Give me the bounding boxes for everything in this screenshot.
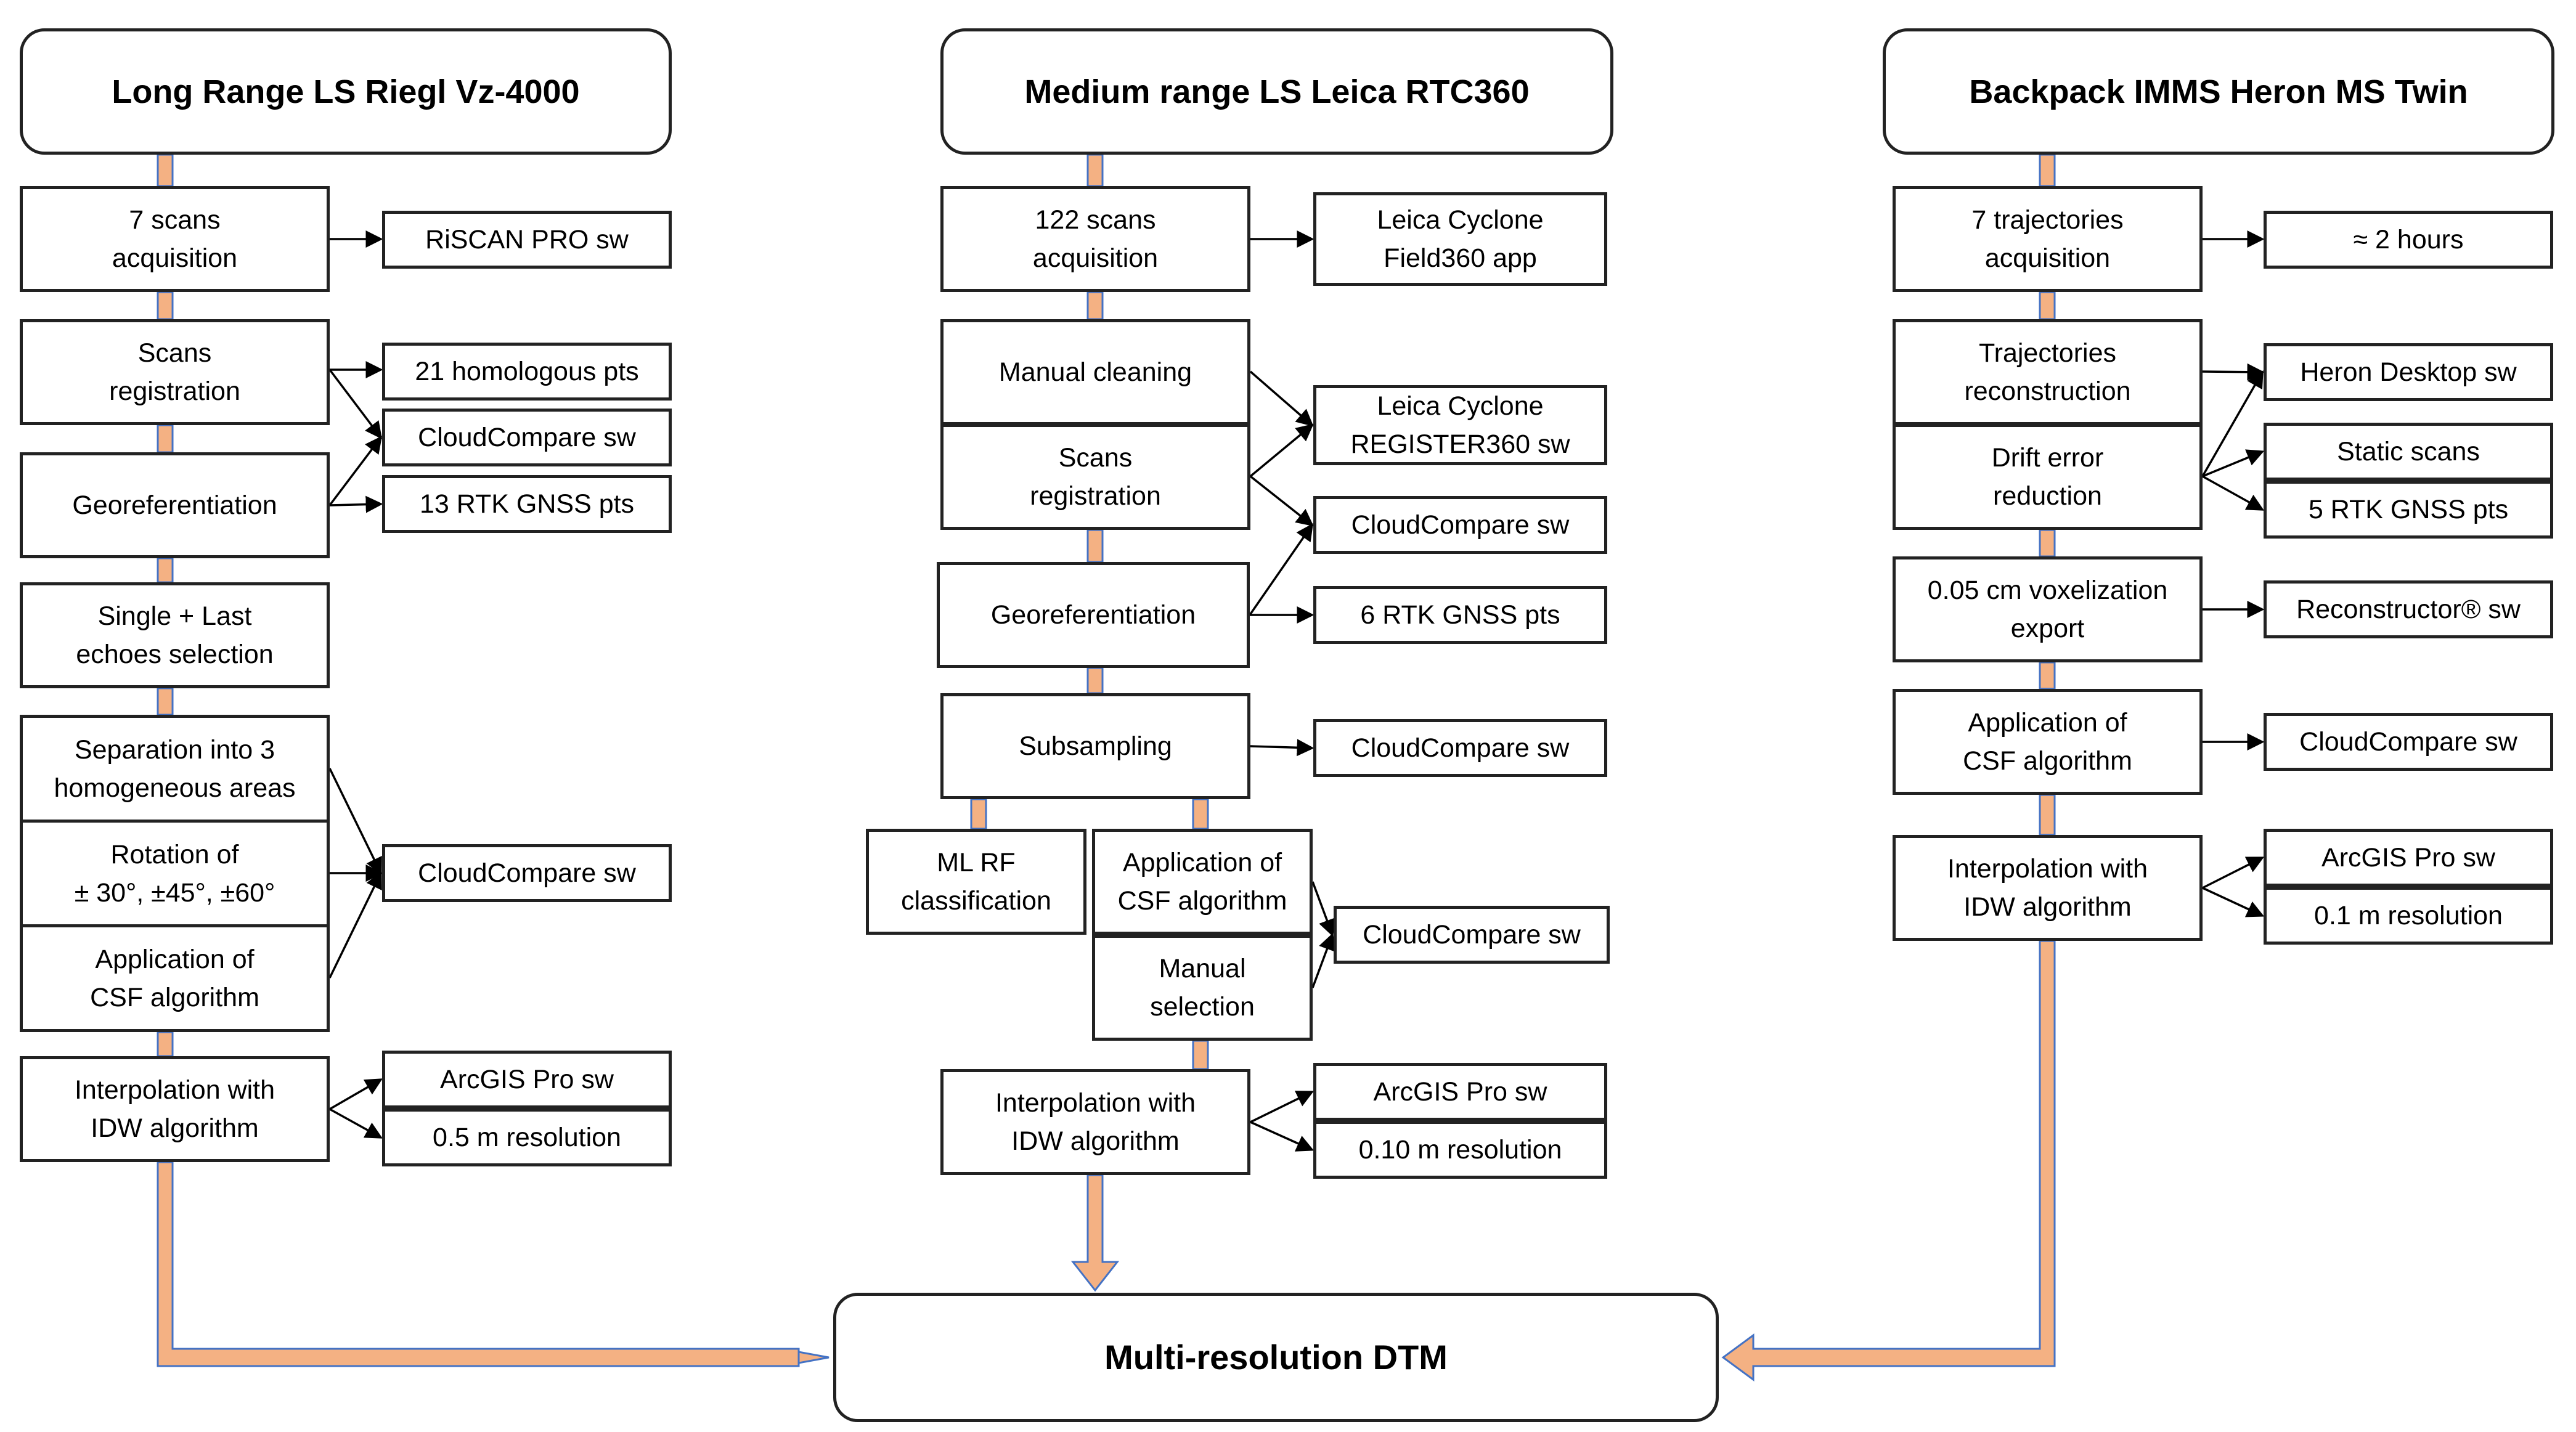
col-c-tool-static-scans: Static scans	[2264, 423, 2553, 481]
link-arrow-4	[329, 495, 383, 513]
col-a-step-echoes-selection: Single + Last echoes selection	[20, 582, 330, 688]
flow-bar-9	[1086, 529, 1104, 563]
link-arrow-12	[1249, 423, 1314, 478]
col-b-step-manual-selection: Manual selection	[1092, 935, 1313, 1041]
flow-bar-7	[1086, 291, 1104, 320]
col-c-tool-resolution: 0.1 m resolution	[2264, 887, 2553, 945]
flow-bar-10	[970, 798, 987, 830]
flow-bar-16	[2039, 661, 2056, 690]
link-arrow-3	[328, 436, 383, 506]
flow-bar-14	[2039, 291, 2056, 320]
col-b-tool-arcgis: ArcGIS Pro sw	[1313, 1063, 1607, 1121]
output-dtm: Multi-resolution DTM	[833, 1293, 1719, 1422]
col-b-step-csf: Application of CSF algorithm	[1092, 829, 1313, 935]
col-b-tool-resolution: 0.10 m resolution	[1313, 1121, 1607, 1179]
link-arrow-5	[328, 768, 382, 876]
col-a-step-separation: Separation into 3 homogeneous areas	[20, 715, 330, 823]
link-arrow-2	[328, 368, 383, 439]
col-c-step-csf: Application of CSF algorithm	[1893, 689, 2203, 795]
flow-bar-11	[1192, 798, 1209, 830]
link-arrow-17	[1311, 881, 1335, 937]
flow-arrow-right	[1721, 940, 2056, 1381]
flow-bar-6	[1086, 153, 1104, 187]
col-a-tool-homologous-pts: 21 homologous pts	[382, 343, 672, 401]
col-b-step-georeferentiation: Georeferentiation	[937, 562, 1250, 668]
col-c-title: Backpack IMMS Heron MS Twin	[1883, 28, 2554, 155]
flow-bar-0	[157, 153, 174, 187]
col-c-tool-heron-desktop: Heron Desktop sw	[2264, 343, 2553, 401]
link-arrow-25	[2202, 475, 2265, 511]
col-a-step-rotation: Rotation of ± 30°, ±45°, ±60°	[20, 820, 330, 927]
col-a-tool-cloudcompare: CloudCompare sw	[382, 409, 672, 466]
flow-arrow-center	[1070, 1174, 1120, 1292]
col-b-step-interpolation: Interpolation with IDW algorithm	[940, 1069, 1250, 1175]
col-a-tool-rtk-gnss: 13 RTK GNSS pts	[382, 475, 672, 533]
link-arrow-23	[2201, 370, 2264, 477]
col-c-step-interpolation: Interpolation with IDW algorithm	[1893, 835, 2203, 941]
col-c-tool-arcgis: ArcGIS Pro sw	[2264, 829, 2553, 887]
link-arrow-7	[328, 871, 382, 978]
col-c-tool-cloudcompare: CloudCompare sw	[2264, 713, 2553, 771]
flow-bar-17	[2039, 794, 2056, 836]
flow-bar-3	[157, 557, 174, 584]
link-arrow-19	[1250, 1091, 1314, 1123]
col-a-step-georeferentiation: Georeferentiation	[20, 452, 330, 558]
col-c-step-drift: Drift error reduction	[1893, 424, 2203, 530]
col-b-step-subsampling: Subsampling	[940, 693, 1250, 799]
flow-bar-2	[157, 424, 174, 454]
link-arrow-14	[1249, 523, 1313, 616]
link-arrow-29	[2202, 887, 2265, 917]
col-c-tool-duration: ≈ 2 hours	[2264, 211, 2553, 269]
col-b-tool-cloudcompare-3: CloudCompare sw	[1334, 906, 1610, 964]
col-b-step-ml-classification: ML RF classification	[866, 829, 1086, 935]
flow-bar-13	[2039, 153, 2056, 187]
col-a-tool-arcgis: ArcGIS Pro sw	[382, 1051, 672, 1109]
col-b-tool-cloudcompare-2: CloudCompare sw	[1313, 719, 1607, 777]
col-b-tool-field360: Leica Cyclone Field360 app	[1313, 192, 1607, 286]
col-c-step-acquisition: 7 trajectories acquisition	[1893, 186, 2203, 292]
flow-arrow-left	[157, 1161, 829, 1367]
link-arrow-9	[329, 1108, 383, 1139]
flow-bar-15	[2039, 529, 2056, 558]
flow-bar-1	[157, 291, 174, 320]
link-arrow-28	[2202, 856, 2265, 889]
col-a-tool-cloudcompare-2: CloudCompare sw	[382, 844, 672, 902]
col-b-tool-rtk-gnss: 6 RTK GNSS pts	[1313, 586, 1607, 644]
link-arrow-24	[2202, 449, 2265, 478]
col-b-step-registration: Scans registration	[940, 424, 1250, 530]
col-a-step-registration: Scans registration	[20, 319, 330, 425]
col-b-step-acquisition: 122 scans acquisition	[940, 186, 1250, 292]
col-b-title: Medium range LS Leica RTC360	[940, 28, 1613, 155]
col-a-tool-resolution: 0.5 m resolution	[382, 1109, 672, 1166]
col-a-title: Long Range LS Riegl Vz-4000	[20, 28, 672, 155]
flow-bar-8	[1086, 667, 1104, 694]
col-b-tool-cloudcompare: CloudCompare sw	[1313, 496, 1607, 554]
link-arrow-16	[1250, 739, 1314, 757]
link-arrow-18	[1311, 932, 1335, 988]
link-arrow-8	[329, 1078, 383, 1110]
col-b-tool-register360: Leica Cyclone REGISTER360 sw	[1313, 385, 1607, 465]
flow-bar-4	[157, 687, 174, 716]
col-c-step-trajectories: Trajectories reconstruction	[1893, 319, 2203, 425]
link-arrow-20	[1250, 1121, 1314, 1152]
col-a-step-csf: Application of CSF algorithm	[20, 924, 330, 1032]
col-a-tool-riscan: RiSCAN PRO sw	[382, 211, 672, 269]
col-c-tool-reconstructor: Reconstructor® sw	[2264, 580, 2553, 638]
link-arrow-13	[1249, 475, 1314, 527]
link-arrow-11	[1249, 370, 1314, 427]
col-c-tool-rtk-gnss: 5 RTK GNSS pts	[2264, 481, 2553, 539]
col-a-step-interpolation: Interpolation with IDW algorithm	[20, 1056, 330, 1162]
flow-bar-12	[1192, 1039, 1209, 1070]
col-a-step-acquisition: 7 scans acquisition	[20, 186, 330, 292]
col-c-step-voxelization: 0.05 cm voxelization export	[1893, 556, 2203, 662]
col-b-step-manual-cleaning: Manual cleaning	[940, 319, 1250, 425]
flow-bar-5	[157, 1031, 174, 1057]
